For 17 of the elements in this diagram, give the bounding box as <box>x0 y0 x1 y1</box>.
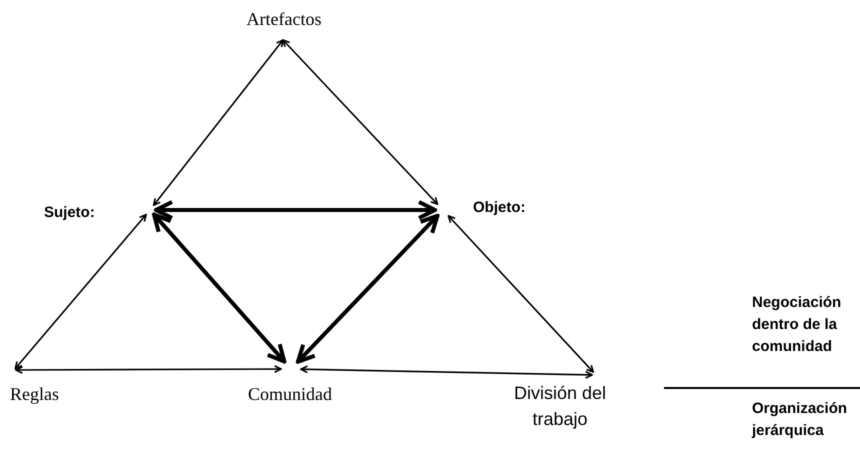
node-label: Reglas <box>10 381 80 408</box>
double-arrow <box>448 215 594 373</box>
node-label: Objeto: <box>473 197 553 220</box>
double-arrow <box>296 214 440 364</box>
note-text: Organización jerárquica <box>752 399 848 441</box>
double-arrow <box>300 365 593 379</box>
double-arrow <box>152 212 286 364</box>
node-label: División del trabajo <box>488 380 632 432</box>
double-arrow <box>152 39 284 206</box>
double-arrow <box>14 214 147 370</box>
double-arrow <box>154 200 437 220</box>
double-arrow <box>282 39 438 205</box>
double-arrow <box>15 365 282 374</box>
node-label: Artefactos <box>236 6 332 33</box>
node-label: Sujeto: <box>44 202 124 224</box>
node-label: Comunidad <box>228 381 352 408</box>
note-text: Negociación dentro de la comunidad <box>752 293 842 357</box>
